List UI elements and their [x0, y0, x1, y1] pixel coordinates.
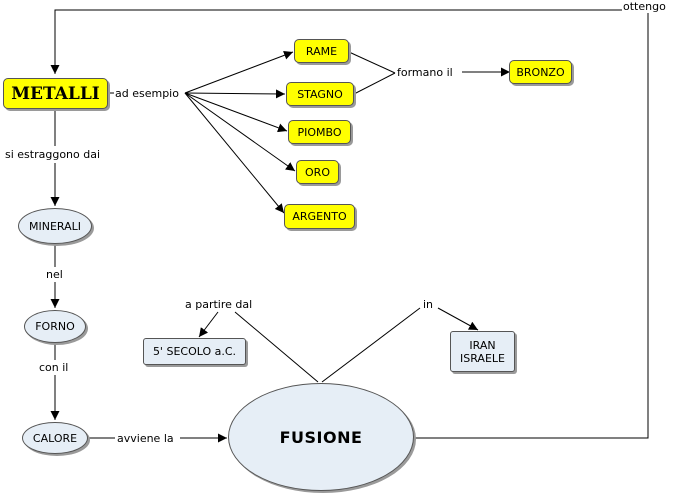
node-metalli[interactable]: METALLI [3, 78, 108, 109]
line-fusione-in [321, 307, 421, 383]
line-fusione-apartire [234, 311, 319, 383]
arrow-to-stagno [184, 89, 286, 99]
link-a-partire-dal: a partire dal [184, 298, 254, 311]
arrow-to-oro [184, 92, 296, 172]
node-stagno[interactable]: STAGNO [286, 82, 354, 106]
arrow-to-iran [437, 307, 479, 331]
line-fusione-ottengo [415, 10, 649, 439]
arrow-to-piombo [184, 92, 288, 133]
node-calore[interactable]: CALORE [22, 422, 88, 454]
link-con-il: con il [38, 361, 70, 374]
node-piombo[interactable]: PIOMBO [288, 120, 351, 144]
line-rame-formano [348, 51, 396, 74]
node-iran-label: IRAN [469, 338, 496, 352]
node-oro[interactable]: ORO [296, 160, 339, 184]
line-ottengo-metalli [50, 9, 648, 74]
node-forno[interactable]: FORNO [24, 310, 86, 343]
node-rame[interactable]: RAME [294, 39, 349, 63]
node-fusione[interactable]: FUSIONE [228, 383, 414, 491]
link-si-estraggono-dai: si estraggono dai [4, 148, 102, 161]
line-stagno-formano [353, 72, 396, 95]
link-ad-esempio: ad esempio [114, 87, 180, 100]
node-minerali[interactable]: MINERALI [18, 208, 92, 244]
node-secolo[interactable]: 5' SECOLO a.C. [143, 338, 246, 365]
node-iran-israele[interactable]: IRAN ISRAELE [450, 331, 515, 372]
link-nel: nel [45, 268, 64, 281]
link-avviene-la: avviene la [116, 432, 175, 445]
node-israele-label: ISRAELE [460, 351, 505, 365]
link-formano-il: formano il [396, 66, 454, 79]
arrow-to-argento [184, 92, 285, 214]
link-in: in [422, 298, 435, 311]
node-bronzo[interactable]: BRONZO [509, 60, 572, 84]
arrow-to-secolo [198, 311, 219, 338]
arrow-to-rame [184, 50, 294, 94]
node-argento[interactable]: ARGENTO [284, 204, 355, 229]
link-ottengo: ottengo [622, 0, 667, 13]
